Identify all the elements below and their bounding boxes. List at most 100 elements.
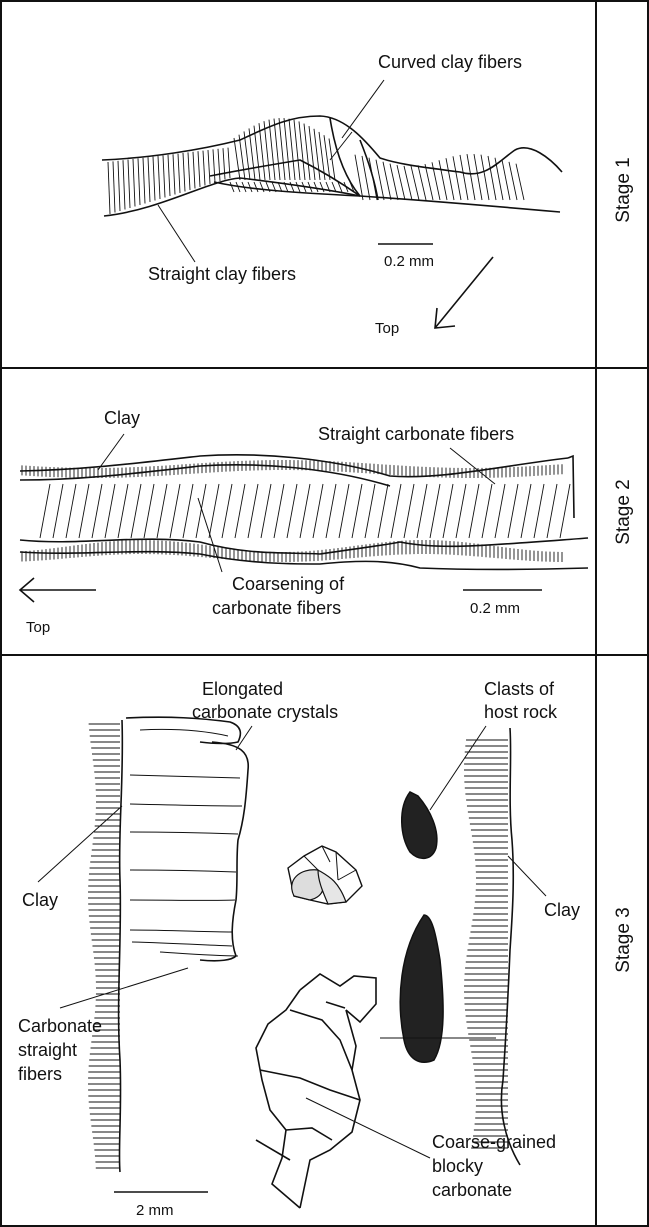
fiber-line [230,182,234,192]
label-elongated-line2: carbonate crystals [192,702,338,722]
fiber-line [158,156,160,199]
label-straight-carbonate-fibers: Straight carbonate fibers [318,424,514,444]
fiber-line [516,164,524,200]
fiber-line [138,158,140,205]
fiber-line [143,158,145,204]
fiber-line [108,162,110,214]
fiber-line [113,161,115,212]
fiber-line [439,160,447,200]
fiber-line [314,182,318,192]
fiber-line [443,484,453,538]
label-clay-stage-2: Clay [104,408,140,428]
fiber-line [313,484,323,538]
fiber-line [123,160,125,209]
fiber-line [92,484,102,538]
fiber-line [509,162,517,200]
fiber-line [228,148,230,178]
fiber-line [269,120,275,180]
fiber-line [259,123,265,180]
fiber-line [244,131,250,180]
fiber-line [369,158,377,200]
fiber-line [223,148,225,179]
fiber-line [118,484,128,538]
fiber-line [178,154,180,193]
label-coarse-line2: blocky [432,1156,483,1176]
fiber-line [390,164,398,200]
fiber-line [417,484,427,538]
fiber-line [425,164,433,200]
label-coarse-line1: Coarse-grained [432,1132,556,1152]
fiber-line [254,126,260,180]
fiber-line [289,119,295,180]
fiber-line [404,166,412,200]
host-rock-clast-lower [400,915,443,1062]
label-coarsening-line2: carbonate fibers [212,598,341,618]
fiber-line [397,165,405,200]
label-curved-clay-fibers: Curved clay fibers [378,52,522,72]
fiber-line [430,484,440,538]
fiber-line [287,484,297,538]
fiber-line [133,159,135,207]
fiber-line [432,162,440,200]
fiber-line [131,484,141,538]
stage-2-vein-drawing [20,455,588,570]
stage-2-top-arrow [20,578,96,602]
stage-1-label: Stage 1 [613,157,634,223]
fiber-line [183,153,185,192]
fiber-line [279,118,285,180]
leader-clasts [430,726,486,810]
fiber-line [261,484,271,538]
fiber-line [508,484,518,538]
fiber-line [294,120,300,180]
fiber-line [378,484,388,538]
fiber-line [170,484,180,538]
fiber-line [284,118,290,180]
leader-straight-carbonate [450,448,495,484]
fiber-line [411,166,419,200]
fiber-line [502,160,510,200]
fiber-line [290,182,294,192]
fiber-line [274,484,284,538]
fiber-line [365,484,375,538]
fiber-line [460,155,468,200]
fiber-line [488,156,496,200]
fiber-line [339,484,349,538]
fiber-line [168,155,170,196]
stage-1-scale-label: 0.2 mm [384,253,434,270]
stage-2-scale-label: 0.2 mm [470,600,520,617]
fiber-line [534,484,544,538]
stage-2-top-label: Top [26,619,50,636]
fiber-line [235,484,245,538]
host-rock-clast-upper [402,792,437,858]
fiber-line [144,484,154,538]
fiber-line [163,155,165,197]
leader-coarse [306,1098,430,1158]
stage-2-fibers [22,460,570,562]
fiber-line [304,124,310,180]
fiber-line [296,182,300,192]
stage-1-top-label: Top [375,320,399,337]
fiber-line [173,154,175,194]
fiber-line [482,484,492,538]
shaded-crystal-cluster [288,846,362,904]
leader-coarsening [198,498,222,572]
fiber-line [40,484,50,538]
fiber-line [300,484,310,538]
stage-1-vein-drawing [102,116,562,216]
fiber-line [196,484,206,538]
label-elongated-line1: Elongated [202,679,283,699]
stage-1-top-arrow [435,257,493,328]
fiber-line [66,484,76,538]
fiber-line [193,152,195,189]
fiber-line [456,484,466,538]
fiber-line [521,484,531,538]
fiber-line [320,182,324,192]
fiber-line [254,182,258,192]
fiber-line [299,121,305,180]
fiber-line [314,129,320,180]
label-coarse-line3: carbonate [432,1180,512,1200]
blocky-carbonate-crystals [256,974,376,1208]
fiber-line [309,126,315,180]
